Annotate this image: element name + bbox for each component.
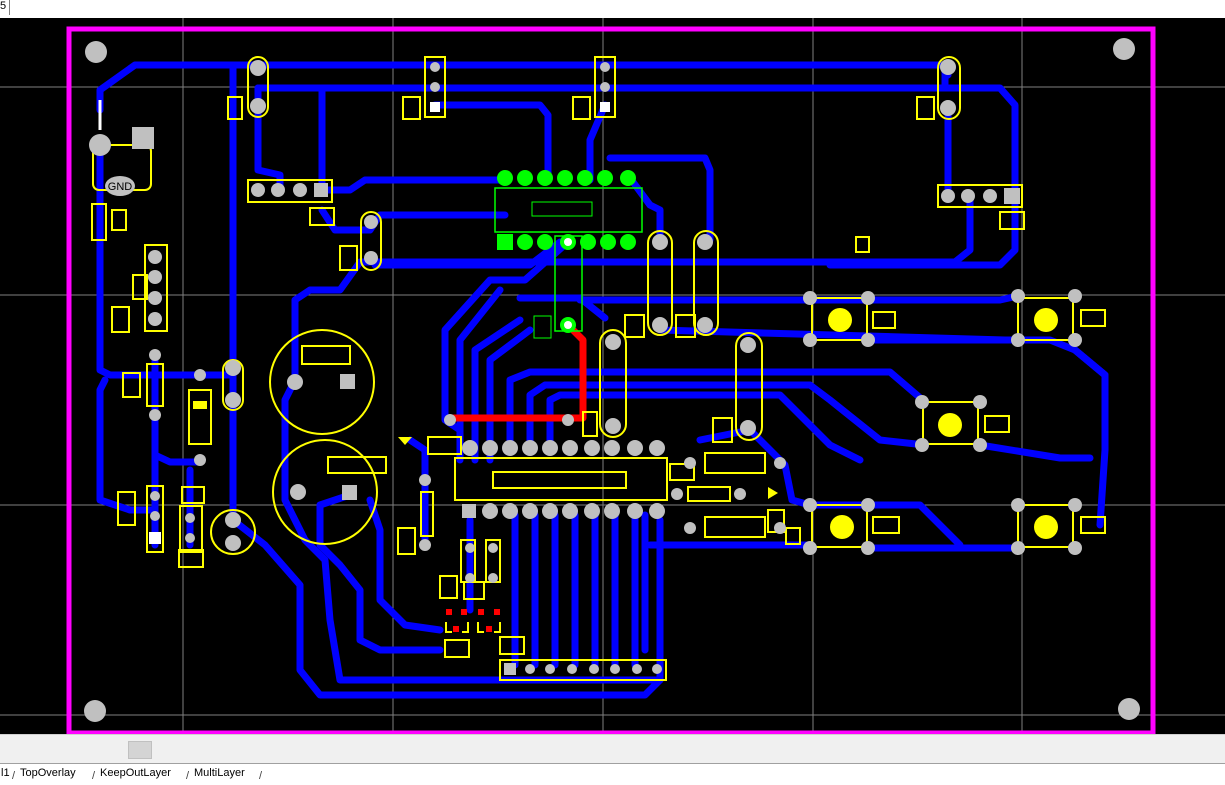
mounting-holes bbox=[84, 38, 1140, 722]
tab-separator: / bbox=[12, 770, 16, 782]
scrollbar-thumb[interactable] bbox=[128, 741, 152, 759]
gnd-label: GND bbox=[108, 181, 133, 193]
layer-tab-keepoutlayer[interactable]: KeepOutLayer bbox=[100, 767, 171, 779]
component-pads bbox=[89, 59, 1082, 675]
yellow-filled bbox=[398, 308, 1058, 539]
layer-tab-topoverlay[interactable]: TopOverlay bbox=[20, 767, 76, 779]
layer-tab-multilayer[interactable]: MultiLayer bbox=[194, 767, 245, 779]
top-toolbar: 5 bbox=[0, 0, 1225, 19]
silkscreen-outlines bbox=[91, 56, 1106, 681]
layer-tab-l1[interactable]: l1 bbox=[1, 767, 10, 779]
pcb-drawing[interactable]: GND bbox=[0, 18, 1225, 734]
toolbar-fragment-text: 5 bbox=[0, 0, 7, 12]
board-outline bbox=[66, 26, 1156, 734]
top-layer-traces bbox=[450, 322, 587, 422]
toolbar-separator bbox=[9, 0, 10, 15]
layer-tab-bar: l1 / TopOverlay / KeepOutLayer / MultiLa… bbox=[0, 763, 1225, 783]
tab-separator: / bbox=[92, 770, 96, 782]
horizontal-scrollbar[interactable] bbox=[0, 734, 1225, 763]
tab-separator: / bbox=[259, 770, 263, 782]
selected-ic[interactable] bbox=[494, 170, 643, 339]
smd-parts bbox=[445, 609, 501, 633]
tab-separator: / bbox=[186, 770, 190, 782]
pcb-canvas[interactable]: GND bbox=[0, 18, 1225, 734]
